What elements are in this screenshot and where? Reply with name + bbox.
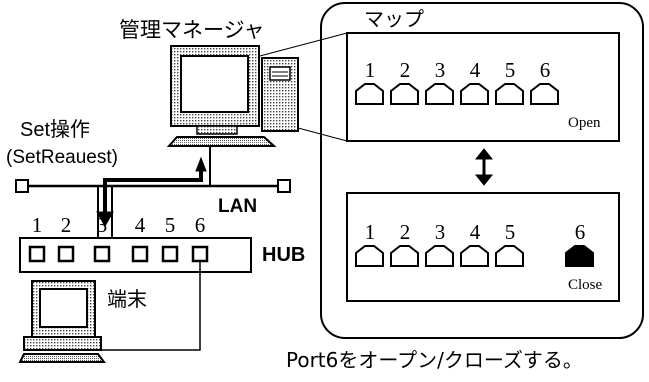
toggle-arrow xyxy=(474,148,494,186)
manager-computer xyxy=(166,45,299,147)
map-open-port-number: 5 xyxy=(504,58,516,82)
hub-port-number: 3 xyxy=(96,213,108,237)
terminal-label: 端末 xyxy=(107,287,147,311)
hub-port-number: 5 xyxy=(164,213,176,237)
map-panel-open xyxy=(346,32,620,142)
map-close-port-number: 3 xyxy=(434,220,446,244)
hub-device xyxy=(19,237,252,273)
map-close-port-number: 5 xyxy=(504,220,516,244)
map-open-port-number: 3 xyxy=(434,58,446,82)
hub-label: HUB xyxy=(262,244,306,266)
map-close-port-number: 1 xyxy=(364,220,376,244)
map-open-port-number: 2 xyxy=(399,58,411,82)
caption: Port6をオープン/クローズする。 xyxy=(286,348,583,372)
map-frame xyxy=(320,2,644,339)
terminal-computer xyxy=(18,280,106,363)
set-request-arrow xyxy=(96,156,207,228)
terminal-cable xyxy=(96,261,201,351)
map-close-port-number: 2 xyxy=(399,220,411,244)
map-open-port-icons xyxy=(355,83,559,105)
lan-label: LAN xyxy=(218,196,258,217)
hub-port-number: 2 xyxy=(60,213,72,237)
map-open-status: Open xyxy=(568,115,601,131)
map-close-status: Close xyxy=(568,277,603,293)
hub-port-number: 4 xyxy=(134,213,146,237)
map-open-port-number: 1 xyxy=(364,58,376,82)
map-label: マップ xyxy=(362,7,426,31)
map-close-port-number: 6 xyxy=(574,220,586,244)
manager-label: 管理マネージャ xyxy=(119,18,265,42)
map-close-port-number: 4 xyxy=(469,220,481,244)
map-close-port-icons xyxy=(355,245,594,267)
map-open-port-number: 6 xyxy=(539,58,551,82)
set-request-label: (SetReauest) xyxy=(6,147,118,168)
hub-port-number: 6 xyxy=(194,213,206,237)
map-open-port-number: 4 xyxy=(469,58,481,82)
hub-port-number: 1 xyxy=(31,213,43,237)
set-operation-label: Set操作 xyxy=(20,119,91,141)
